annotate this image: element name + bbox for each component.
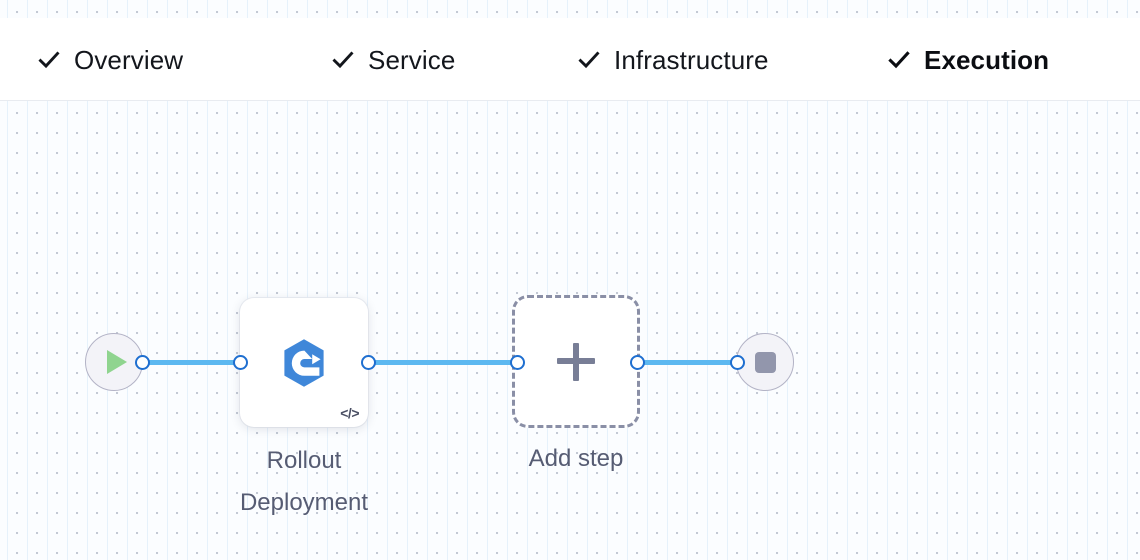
tab-infrastructure-label: Infrastructure	[614, 44, 769, 75]
play-icon	[107, 350, 127, 374]
node-label-rollout-deployment: Rollout Deployment	[239, 447, 369, 516]
edge-rollout-to-addstep[interactable]	[366, 360, 520, 365]
rollout-deployment-icon	[278, 337, 330, 389]
tab-service[interactable]: Service	[332, 18, 455, 101]
tab-overview[interactable]: Overview	[38, 18, 183, 101]
canvas-grid-top	[0, 0, 1140, 18]
code-icon: </>	[340, 405, 359, 421]
tab-execution-label: Execution	[924, 44, 1050, 75]
add-step-node[interactable]	[512, 295, 640, 428]
pipeline-graph: </> Rollout Deployment Add step	[0, 101, 1140, 560]
node-label-add-step: Add step	[528, 445, 624, 472]
port-addstep-out[interactable]	[630, 355, 645, 370]
edge-start-to-rollout[interactable]	[140, 360, 244, 365]
stage-tab-bar: Overview Service Infrastructure Executio…	[0, 18, 1140, 118]
port-end-in[interactable]	[730, 355, 745, 370]
tab-infrastructure[interactable]: Infrastructure	[578, 18, 769, 101]
stop-icon	[754, 351, 776, 373]
check-icon	[38, 49, 60, 71]
port-rollout-out[interactable]	[361, 355, 376, 370]
tab-service-label: Service	[368, 44, 456, 75]
pipeline-canvas[interactable]	[0, 101, 1140, 560]
edge-addstep-to-end[interactable]	[634, 360, 740, 365]
port-addstep-in[interactable]	[510, 355, 525, 370]
port-rollout-in[interactable]	[233, 355, 248, 370]
step-node-rollout-deployment[interactable]: </>	[240, 298, 368, 427]
check-icon	[888, 49, 910, 71]
tab-execution[interactable]: Execution	[888, 18, 1049, 101]
plus-icon	[557, 342, 595, 381]
tab-overview-label: Overview	[74, 44, 184, 75]
check-icon	[332, 49, 354, 71]
check-icon	[578, 49, 600, 71]
port-start-out[interactable]	[135, 355, 150, 370]
